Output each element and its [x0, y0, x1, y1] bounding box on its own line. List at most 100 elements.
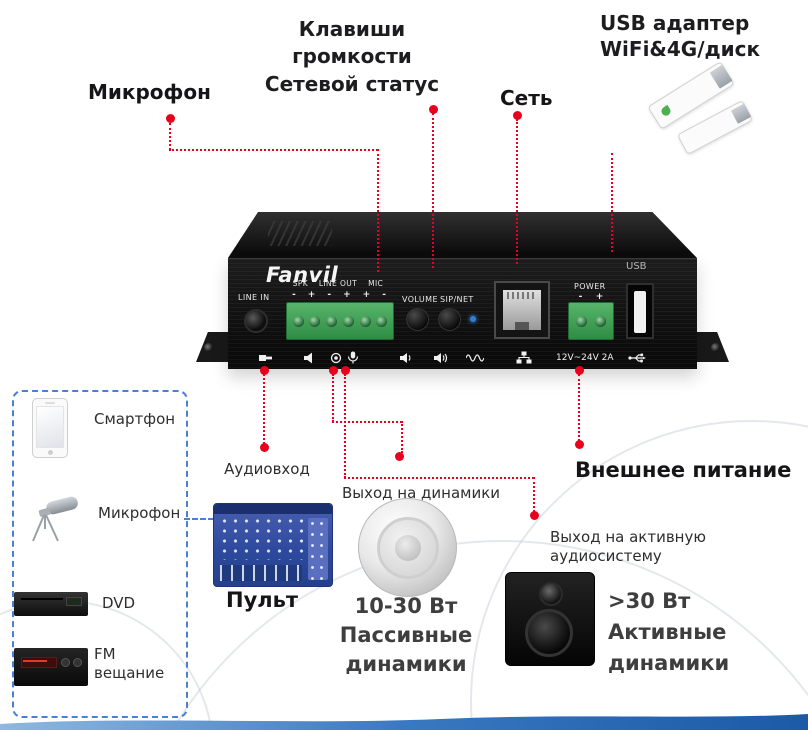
polarity-mark: + — [595, 292, 604, 302]
usb-port — [626, 283, 654, 339]
connector-line — [432, 113, 434, 268]
flange-screw — [204, 343, 213, 352]
network-status-label: Сетевой статус — [264, 72, 440, 96]
usb-connector-tip — [730, 103, 752, 124]
flange-screw — [711, 343, 720, 352]
connector-dot — [395, 452, 404, 461]
fm-knob — [61, 658, 70, 667]
polarity-mark: - — [578, 292, 583, 302]
volume-button — [406, 308, 429, 331]
active-line3: динамики — [608, 651, 730, 675]
polarity-mark: + — [307, 290, 316, 300]
active-out-label: Выход на активную аудиосистему — [550, 528, 706, 566]
usb-port-label: USB — [626, 261, 647, 272]
line-in-icon — [258, 352, 274, 364]
phone-screen — [36, 406, 64, 448]
audio-in-label: Аудиовход — [224, 460, 310, 478]
power-terminal-block — [568, 302, 614, 340]
network-icon — [516, 351, 532, 364]
passive-line1: 10-30 Вт — [354, 594, 458, 618]
polarity-mark: - — [327, 290, 332, 300]
connector-line — [533, 477, 535, 512]
connector-line — [332, 421, 402, 423]
microphone-icon — [32, 496, 78, 542]
callout-network: Сеть — [500, 86, 553, 110]
connector-dot — [530, 511, 539, 520]
polarity-marks-6pin: - + - + + - — [286, 290, 392, 300]
polarity-mark: - — [382, 290, 386, 300]
usb-port-tongue — [634, 291, 646, 333]
connector-line — [332, 374, 334, 422]
callout-usb-adapter: USB адаптер WiFi&4G/диск — [600, 10, 760, 62]
connector-line — [169, 123, 171, 150]
connector-line — [344, 477, 534, 479]
fm-display — [21, 657, 57, 668]
active-speakers-label: >30 Вт Активные динамики — [608, 586, 729, 679]
fm-radio-icon — [14, 648, 88, 686]
device-vents — [268, 221, 332, 246]
source-fm-label: FM вещание — [94, 645, 165, 682]
speaker-tweeter — [539, 582, 563, 606]
terminal-screw — [576, 315, 588, 327]
terminal-screw — [292, 315, 304, 327]
terminal-screw — [309, 315, 321, 327]
terminal-block-6pin — [286, 302, 394, 340]
active-line2: Активные — [608, 620, 727, 644]
connector-line — [611, 153, 613, 252]
connector-dot — [513, 111, 522, 120]
source-smartphone-label: Смартфон — [94, 410, 176, 428]
connector-line — [377, 149, 379, 272]
polarity-mark: + — [343, 290, 351, 300]
ethernet-port-inner — [503, 290, 541, 330]
active-out-line2: аудиосистему — [550, 547, 662, 565]
dvd-tray-slot — [21, 598, 63, 600]
source-microphone-label: Микрофон — [98, 504, 181, 522]
fm-knob — [73, 658, 82, 667]
line-in-label: LINE IN — [238, 293, 270, 302]
terminal-group-labels: SPK LINE OUT MIC — [284, 279, 392, 288]
line-out-label: LINE OUT — [318, 279, 358, 288]
dvd-player-icon — [14, 592, 88, 616]
connector-dot — [329, 366, 338, 375]
record-icon — [330, 352, 342, 364]
mixer-top-strip — [214, 504, 332, 514]
volume-up-icon — [434, 352, 450, 364]
terminal-screw — [359, 315, 371, 327]
volume-keys-line2: громкости — [292, 44, 412, 68]
ethernet-pins — [507, 292, 537, 299]
volume-keys-line1: Клавиши — [298, 17, 406, 41]
active-speaker-icon — [505, 572, 595, 666]
dvd-display — [66, 597, 82, 606]
active-out-line1: Выход на активную — [550, 528, 706, 546]
connector-line — [169, 149, 378, 151]
connector-dot — [260, 366, 269, 375]
status-led — [470, 316, 476, 322]
fm-display-line — [23, 660, 47, 662]
bottom-wave-decoration — [0, 714, 808, 730]
callout-microphone: Микрофон — [88, 80, 211, 104]
speaker-out-label: Выход на динамики — [341, 484, 501, 502]
terminal-screw — [376, 315, 388, 327]
mixer-image — [213, 503, 333, 587]
usb-adapter-line1: USB адаптер — [600, 11, 750, 35]
terminal-screw — [594, 315, 606, 327]
audio-wave-icon — [465, 352, 485, 364]
fanvil-logo: Fanvil — [266, 263, 339, 287]
line-in-jack — [244, 309, 268, 333]
volume-label: VOLUME — [402, 295, 438, 304]
connector-dot — [166, 114, 175, 123]
active-line1: >30 Вт — [608, 589, 691, 613]
phone-home-button — [47, 450, 53, 455]
connector-line — [578, 374, 580, 441]
usb-connector-tip — [709, 64, 733, 89]
mixer-side-panel — [308, 518, 328, 580]
mic-label: MIC — [368, 279, 384, 288]
usb-adapter-line2: WiFi&4G/диск — [600, 37, 761, 61]
connector-dot — [575, 366, 584, 375]
polarity-mark: + — [362, 290, 371, 300]
microphone-icon — [346, 351, 360, 364]
mounting-flange-left — [196, 332, 230, 362]
dongle-logo — [659, 104, 673, 118]
connector-dot — [575, 440, 584, 449]
